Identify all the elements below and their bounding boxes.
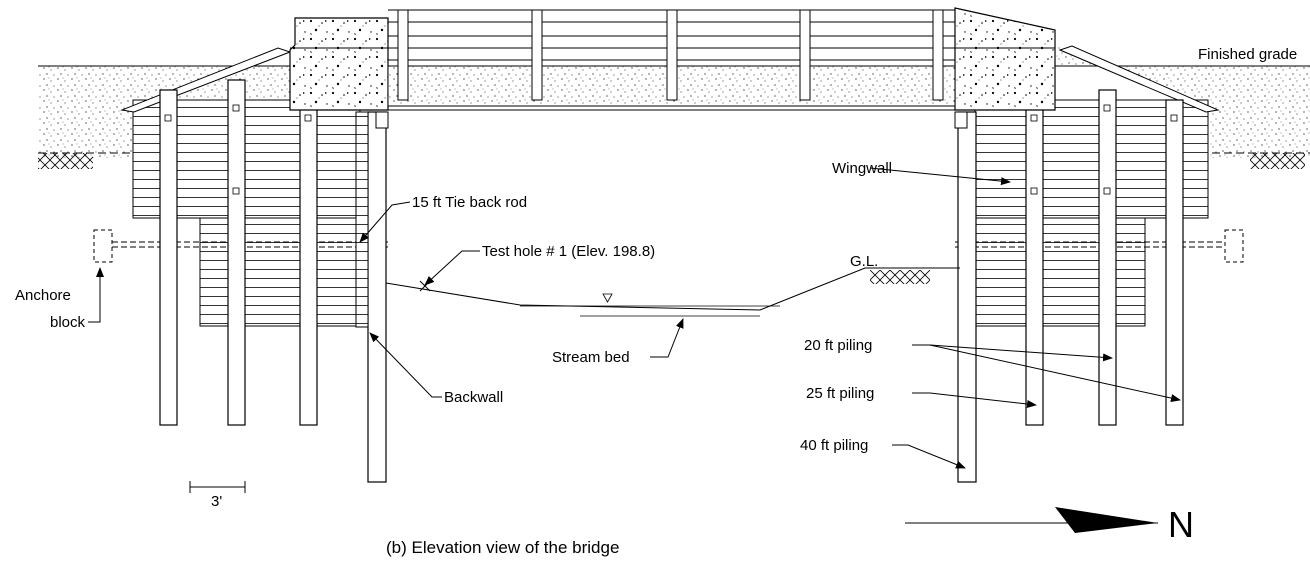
label-north: N [1168,504,1194,545]
label-40ft-piling: 40 ft piling [800,437,868,454]
right-piles [957,89,1184,483]
label-backwall: Backwall [444,389,503,406]
left-wingwall [120,47,361,327]
label-scale: 3' [211,493,222,510]
leader-lines [88,167,1181,469]
label-25ft-piling: 25 ft piling [806,385,874,402]
figure-caption: (b) Elevation view of the bridge [386,538,619,557]
label-stream-bed: Stream bed [552,349,630,366]
water-level-symbol [602,293,613,303]
label-20ft-piling: 20 ft piling [804,337,872,354]
pile-bolts [164,104,1178,195]
ground-hatch-left [38,153,93,169]
label-wingwall: Wingwall [832,160,892,177]
label-finished-grade: Finished grade [1198,46,1297,63]
label-tie-back-rod: 15 ft Tie back rod [412,194,527,211]
north-arrow [905,507,1158,533]
bridge-deck [375,9,968,129]
label-block: block [50,314,86,331]
label-gl: G.L. [850,253,878,270]
abutments [289,7,1056,111]
stream-profile [385,267,960,317]
scale-bar [189,481,246,493]
anchor-block-right [1224,229,1244,263]
ground-hatch-right [1250,153,1305,169]
anchor-block-left [93,229,113,263]
gl-hatch [870,270,930,284]
label-test-hole: Test hole # 1 (Elev. 198.8) [482,243,655,260]
label-anchore: Anchore [15,287,71,304]
